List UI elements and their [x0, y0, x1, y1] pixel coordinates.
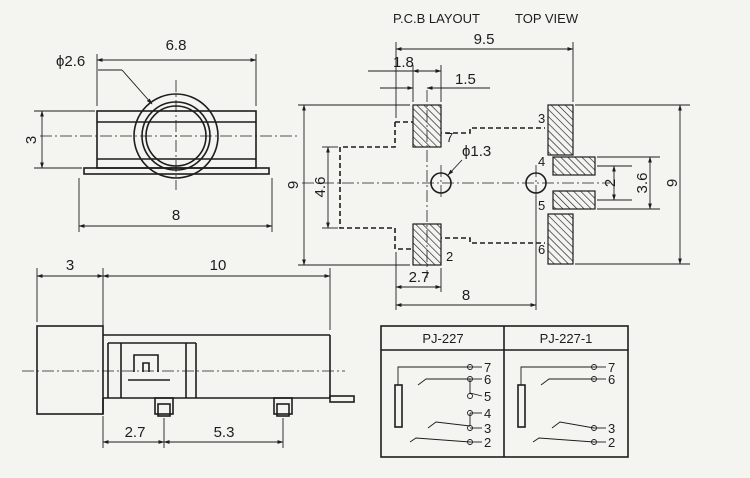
- front-view: 6.8 ϕ2.6 3 8: [23, 37, 300, 232]
- schematic-right-pin-6: 6: [608, 372, 615, 387]
- pcb-width-label: 9.5: [474, 31, 495, 48]
- pcb-height-label: 9: [285, 181, 302, 189]
- pin-3-label: 3: [538, 111, 545, 126]
- side-pin-off-label: 2.7: [125, 424, 146, 441]
- pcb-inner-h-label: 4.6: [312, 177, 329, 198]
- front-height-label: 3: [23, 136, 40, 144]
- schematic-left-pin-3: 3: [484, 421, 491, 436]
- front-phi-label: ϕ2.6: [56, 53, 85, 70]
- schematic-table: PJ-227 PJ-227-1 7 6 5 4 3 2: [380, 325, 629, 458]
- schematic-right-pin-2: 2: [608, 435, 615, 450]
- pcb-pair-h-label: 3.6: [634, 173, 651, 194]
- top-view-header: TOP VIEW: [515, 11, 579, 26]
- schematic-right-title: PJ-227-1: [540, 331, 593, 346]
- pad-5: [552, 190, 596, 210]
- pcb-height-right-label: 9: [664, 179, 681, 187]
- schematic-right-pin-7: 7: [608, 360, 615, 375]
- pcb-pin-pitch-label: 2: [602, 179, 619, 187]
- pcb-bottom-off-label: 2.7: [409, 269, 430, 286]
- schematic-left-pin-7: 7: [484, 360, 491, 375]
- schematic-left-pin-5: 5: [484, 389, 491, 404]
- pin-2-label: 2: [446, 249, 453, 264]
- pin-6-label: 6: [538, 242, 545, 257]
- schematic-right-pin-3: 3: [608, 421, 615, 436]
- pcb-hole-label: ϕ1.3: [462, 143, 491, 160]
- pad-3: [547, 104, 574, 156]
- pad-4: [552, 156, 596, 176]
- side-left-len-label: 3: [66, 257, 74, 274]
- pad-6: [547, 213, 574, 265]
- side-body-len-label: 10: [210, 257, 227, 274]
- pcb-pad-w-label: 1.8: [393, 54, 414, 71]
- pcb-layout-header: P.C.B LAYOUT: [393, 11, 480, 26]
- pin-4-label: 4: [538, 154, 545, 169]
- pcb-bottom-len-label: 8: [462, 287, 470, 304]
- pcb-layout: P.C.B LAYOUT TOP VIEW 7 2 3 6 4 5 9.5: [285, 11, 690, 310]
- schematic-left-pin-circles: [467, 364, 473, 445]
- schematic-left-pin-6: 6: [484, 372, 491, 387]
- pin-7-label: 7: [446, 130, 453, 145]
- side-pin-spacing-label: 5.3: [214, 424, 235, 441]
- front-width-bottom-label: 8: [172, 207, 180, 224]
- side-view: 3 10 2.7 5.3: [22, 257, 355, 448]
- pin-5-label: 5: [538, 198, 545, 213]
- pcb-pad-gap-label: 1.5: [455, 71, 476, 88]
- schematic-left-title: PJ-227: [422, 331, 463, 346]
- schematic-left-pin-4: 4: [484, 406, 491, 421]
- schematic-left-pin-2: 2: [484, 435, 491, 450]
- front-width-top-label: 6.8: [166, 37, 187, 54]
- schematic-right-pin-circles: [591, 364, 597, 445]
